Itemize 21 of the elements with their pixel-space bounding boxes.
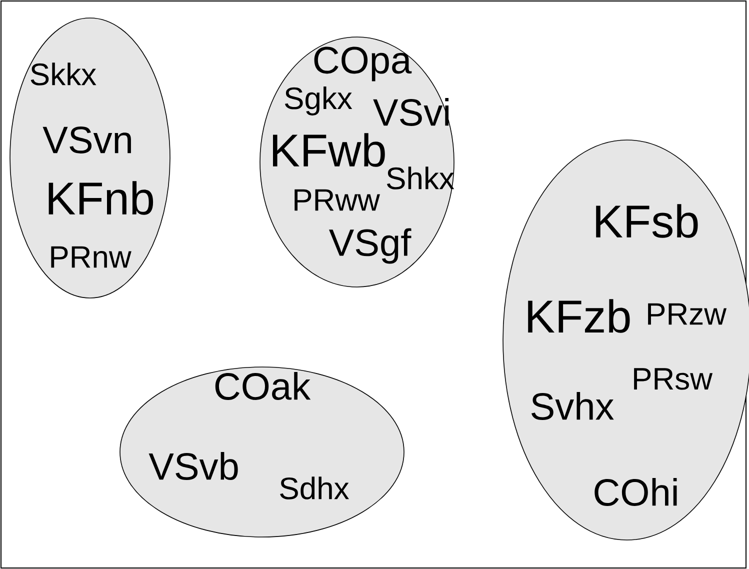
ellipse <box>120 366 404 538</box>
word: COpa <box>314 46 412 82</box>
word: Svhx <box>531 392 614 420</box>
word: KFzb <box>528 299 630 333</box>
word: VSvn <box>42 126 131 154</box>
word: PRnw <box>51 246 132 268</box>
ellipse <box>260 36 454 288</box>
word: PRsw <box>634 368 713 390</box>
word: COhi <box>594 478 677 506</box>
ellipse <box>10 18 170 298</box>
word: Skkx <box>30 62 96 86</box>
word: KFsb <box>596 204 698 238</box>
word: VSvb <box>148 452 238 480</box>
word: COak <box>215 372 311 400</box>
word: Sdhx <box>280 476 349 500</box>
word: Sgkx <box>284 86 352 116</box>
word: KFwb <box>273 133 385 167</box>
word: KFnb <box>48 181 154 215</box>
word: VSgf <box>328 228 412 264</box>
word: PRww <box>294 189 380 211</box>
word: PRzw <box>648 303 727 325</box>
